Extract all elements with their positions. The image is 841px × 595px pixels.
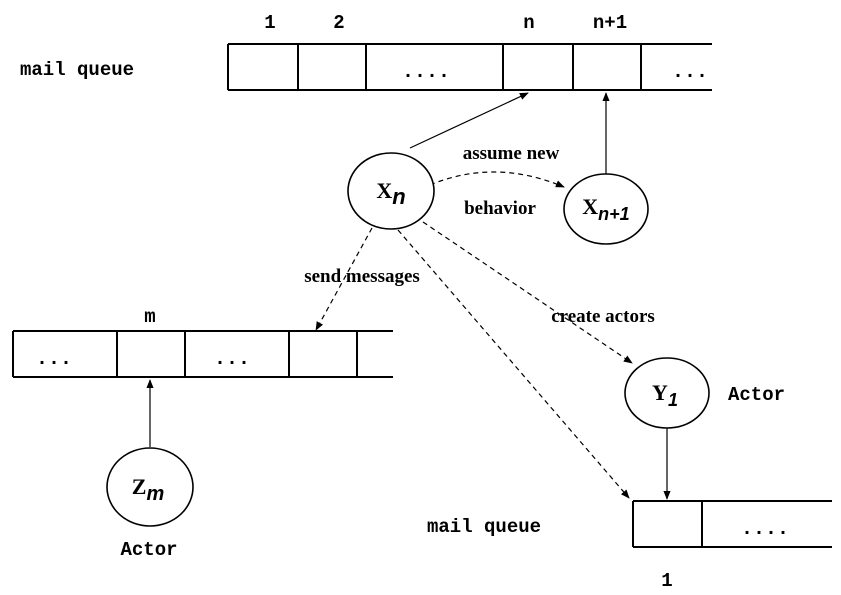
- actor-xn-circle: [347, 152, 435, 230]
- edge-label-create-actors: create actors: [551, 306, 655, 327]
- actor-xn1-circle: [563, 173, 649, 245]
- left-queue-index-m: m: [144, 306, 155, 328]
- actor-xn1-text: Xn+1: [582, 194, 629, 224]
- top-queue-index-2: 2: [333, 12, 344, 34]
- edges: [146, 92, 671, 500]
- edge-send-messages: [315, 227, 373, 331]
- edge-create-actors: [422, 221, 633, 364]
- top-queue-ellipsis-end: ...: [672, 61, 708, 84]
- bottom-queue-index-1: 1: [661, 570, 672, 592]
- top-mail-queue: mail queue .... ... 1 2 n n+1: [20, 12, 712, 91]
- edge-xn-to-slot-n: [409, 92, 529, 149]
- top-queue-index-n-plus-1: n+1: [593, 12, 627, 34]
- actor-xn-plus-1: Xn+1: [563, 173, 649, 245]
- actor-y1-text: Y1: [652, 380, 678, 410]
- edge-label-send-messages: send messages: [304, 266, 420, 287]
- top-queue-label: mail queue: [20, 59, 134, 81]
- actor-zm-circle: [106, 447, 194, 527]
- actor-xn-text: Xn: [376, 178, 405, 209]
- actor-y1: Y1 Actor: [624, 357, 785, 429]
- bottom-queue-label: mail queue: [427, 516, 541, 538]
- actor-y1-circle: [624, 357, 710, 429]
- edge-label-assume-new: assume new: [463, 143, 560, 164]
- top-queue-ellipsis-mid: ....: [402, 61, 450, 84]
- actor-zm-label: Actor: [120, 539, 177, 561]
- bottom-queue-ellipsis: ....: [741, 518, 789, 541]
- actor-zm-text: Zm: [132, 474, 164, 505]
- edge-xn-to-xn1: [429, 171, 565, 188]
- top-queue-index-n: n: [523, 12, 534, 34]
- bottom-mail-queue: mail queue .... 1: [427, 500, 832, 592]
- top-queue-index-1: 1: [264, 12, 275, 34]
- left-queue-ellipsis-1: ...: [36, 348, 72, 371]
- actor-zm: Zm Actor: [106, 447, 194, 561]
- edge-label-behavior: behavior: [464, 198, 536, 219]
- edge-xn-to-bottom-queue: [397, 229, 630, 499]
- actor-y1-label: Actor: [728, 384, 785, 406]
- left-mail-queue: ... ... m: [12, 306, 393, 378]
- left-queue-ellipsis-2: ...: [214, 348, 250, 371]
- actor-xn: Xn: [347, 152, 435, 230]
